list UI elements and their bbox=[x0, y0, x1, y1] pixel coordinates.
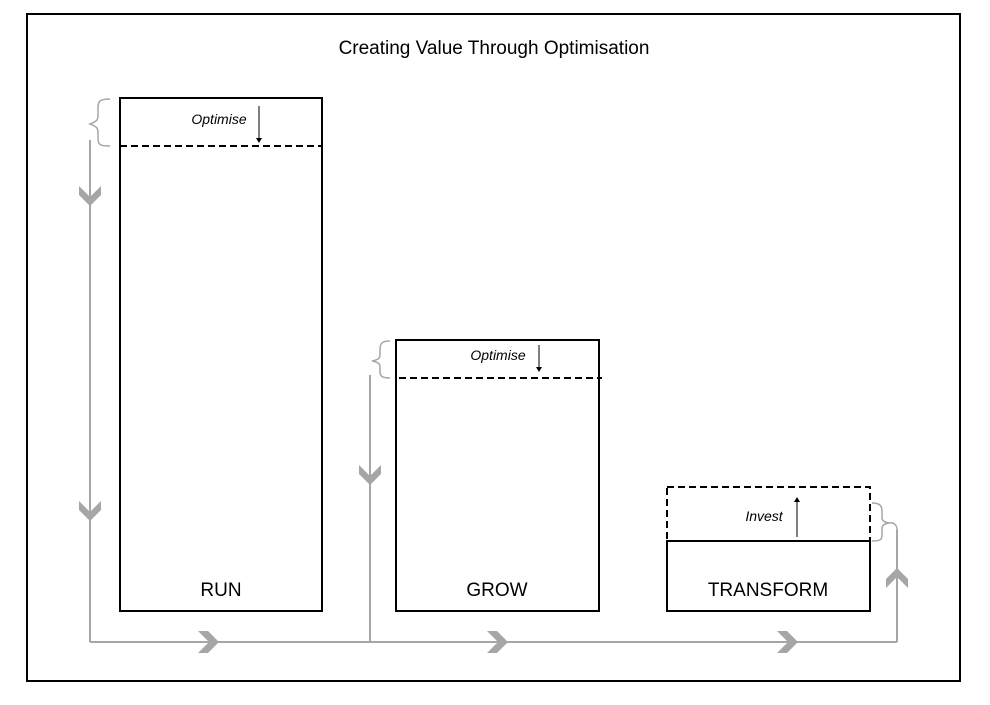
transform-invest-bracket bbox=[871, 502, 898, 542]
grow-optimise-arrowhead-icon bbox=[536, 367, 542, 372]
flow-brackets bbox=[87, 98, 898, 542]
diagram-title: Creating Value Through Optimisation bbox=[339, 38, 650, 59]
transform-bar-box bbox=[666, 540, 871, 612]
grow-optimise-bracket bbox=[371, 340, 391, 379]
transform-invest-label: Invest bbox=[745, 508, 783, 524]
transform-bar-label: TRANSFORM bbox=[708, 580, 828, 601]
run-down-arrow-2-icon bbox=[79, 501, 101, 521]
transform-up-arrow-icon bbox=[886, 568, 908, 588]
grow-bar-box bbox=[395, 339, 600, 612]
run-optimise-label: Optimise bbox=[191, 111, 246, 127]
grow-optimise-label: Optimise bbox=[470, 347, 525, 363]
baseline-right-arrow-3-icon bbox=[777, 631, 798, 653]
run-optimise-arrowhead-icon bbox=[256, 138, 262, 143]
run-bar-box bbox=[119, 97, 323, 612]
run-down-arrow-1-icon bbox=[79, 186, 101, 206]
baseline-right-arrow-1-icon bbox=[198, 631, 219, 653]
run-optimise-bracket bbox=[87, 98, 111, 147]
transform-invest-arrowhead-icon bbox=[794, 497, 800, 502]
grow-bar: Optimise GROW bbox=[395, 339, 602, 612]
grow-bar-label: GROW bbox=[466, 580, 527, 601]
flow-arrows bbox=[79, 186, 908, 653]
transform-bar: Invest TRANSFORM bbox=[666, 486, 871, 612]
flow-lines bbox=[89, 140, 898, 643]
baseline-right-arrow-2-icon bbox=[487, 631, 508, 653]
run-bar-label: RUN bbox=[200, 580, 241, 601]
run-bar: Optimise RUN bbox=[119, 97, 323, 612]
grow-down-arrow-icon bbox=[359, 465, 381, 485]
